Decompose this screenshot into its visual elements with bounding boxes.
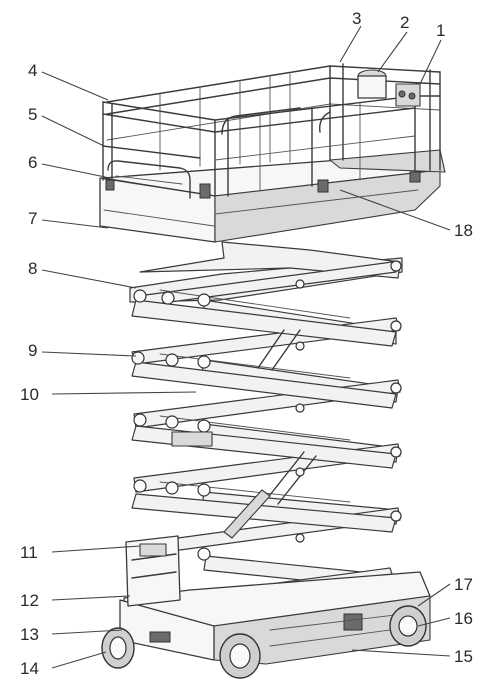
callout-13: 13	[20, 625, 39, 644]
platform-side-skirt	[214, 169, 441, 243]
chassis-assembly	[101, 535, 431, 679]
callout-14: 14	[20, 659, 39, 678]
callout-8: 8	[28, 259, 37, 278]
callout-17: 17	[454, 575, 473, 594]
leader-lines	[41, 25, 451, 669]
callout-6: 6	[28, 153, 37, 172]
platform-assembly	[99, 63, 446, 243]
callout-numbers: 1 2 3 4 5 6 7 8 9 10 11 12 13 14 15 16 1…	[20, 9, 473, 678]
callout-16: 16	[454, 609, 473, 628]
scissor-pins	[131, 260, 402, 561]
callout-3: 3	[352, 9, 361, 28]
callout-7: 7	[28, 209, 37, 228]
callout-11: 11	[20, 543, 38, 562]
callout-1: 1	[436, 21, 445, 40]
callout-15: 15	[454, 647, 473, 666]
callout-18: 18	[454, 221, 473, 240]
callout-5: 5	[28, 105, 37, 124]
extension-deck	[329, 149, 446, 173]
callout-4: 4	[28, 61, 37, 80]
scissor-stack	[129, 241, 421, 613]
callout-12: 12	[20, 591, 39, 610]
callout-10: 10	[20, 385, 39, 404]
control-box	[395, 83, 421, 107]
callout-2: 2	[400, 13, 409, 32]
chassis-front	[119, 599, 215, 661]
callout-9: 9	[28, 341, 37, 360]
entry-gate	[107, 160, 191, 199]
lift-cylinder	[223, 489, 271, 539]
